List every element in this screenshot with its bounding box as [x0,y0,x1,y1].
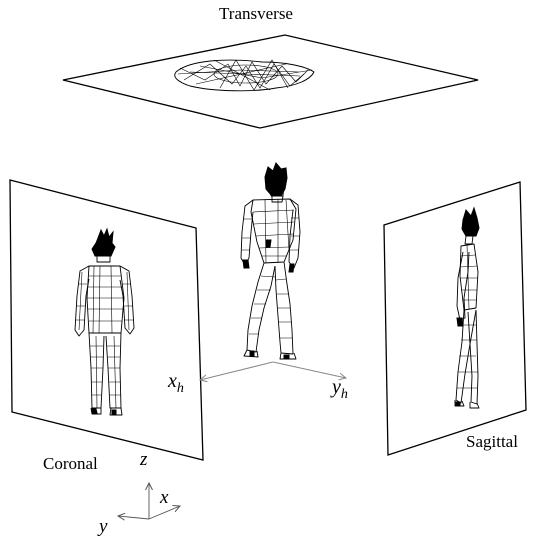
y-axis-label: y [97,516,108,537]
y-axis-line [118,516,150,519]
yh-axis-line [272,361,346,378]
human-body-axes: xh yh [167,361,348,402]
yh-axis-label: yh [330,376,348,402]
coronal-label: Coronal [43,454,98,473]
sagittal-plane: Sagittal [383,181,527,456]
transverse-label: Transverse [219,4,293,23]
human-figure [240,162,301,360]
global-axes: z x y [97,449,180,537]
coronal-plane [9,179,204,461]
sagittal-label: Sagittal [466,432,518,451]
x-axis-line [148,506,180,520]
z-axis-label: z [139,449,148,470]
coronal-projection-figure [74,227,135,416]
transverse-projection-silhouette [174,59,315,92]
transverse-plane: Transverse [62,4,479,129]
sagittal-projection-figure [454,206,480,409]
x-axis-label: x [159,487,169,508]
xh-axis-line [200,361,274,380]
xh-axis-label: xh [167,370,184,396]
